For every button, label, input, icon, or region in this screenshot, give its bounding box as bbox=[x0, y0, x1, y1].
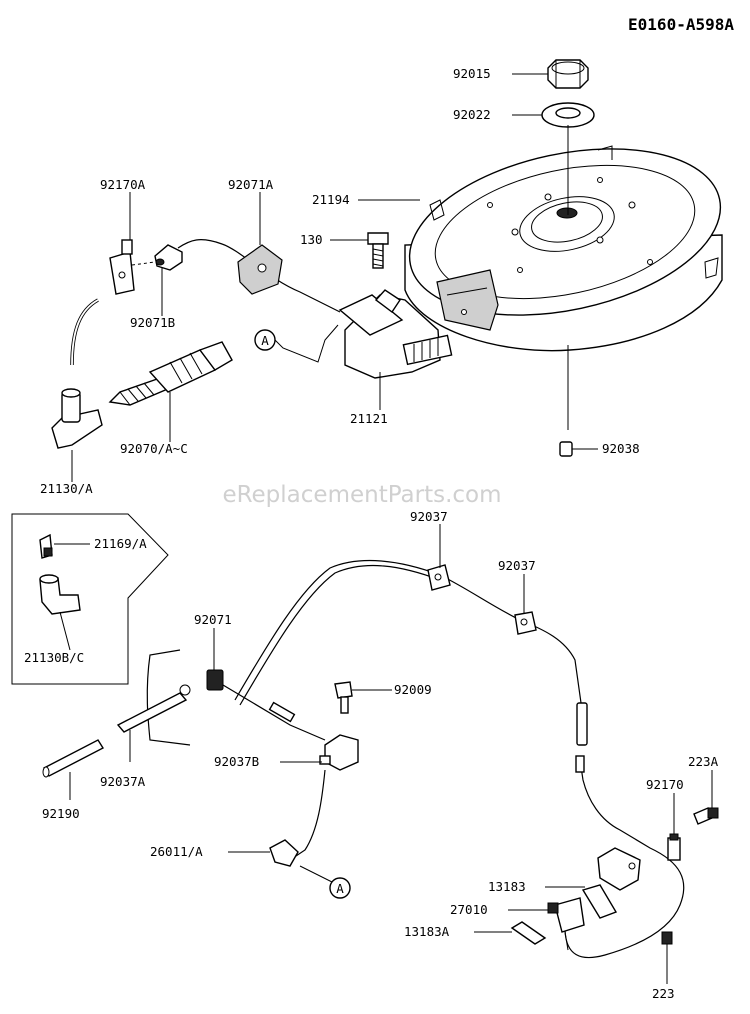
label-21121: 21121 bbox=[350, 411, 388, 426]
terminal-21169A[interactable] bbox=[39, 533, 53, 559]
label-92015: 92015 bbox=[453, 66, 491, 81]
stop-wire-loop bbox=[146, 649, 191, 746]
label-21194: 21194 bbox=[312, 192, 350, 207]
plug-cap-92071B[interactable] bbox=[154, 244, 183, 271]
part-labels: 92015 92022 92170A 92071A 21194 130 9207… bbox=[24, 66, 719, 1001]
label-13183A: 13183A bbox=[404, 924, 450, 939]
label-92037A: 92037A bbox=[100, 774, 146, 789]
terminal-92170A[interactable] bbox=[109, 239, 135, 295]
spark-plug-92070[interactable] bbox=[108, 341, 233, 406]
label-223: 223 bbox=[652, 986, 675, 1001]
label-27010: 27010 bbox=[450, 902, 488, 917]
label-92009: 92009 bbox=[394, 682, 432, 697]
ground-wire bbox=[564, 759, 685, 959]
label-223A: 223A bbox=[688, 754, 719, 769]
bolt-130[interactable] bbox=[367, 232, 389, 269]
ignition-coil-21121[interactable] bbox=[338, 289, 453, 379]
clamp-92037B[interactable] bbox=[319, 734, 359, 771]
screw-223A[interactable] bbox=[693, 807, 719, 825]
switch-27010[interactable] bbox=[547, 897, 585, 951]
plug-boot-21130BC[interactable] bbox=[39, 574, 81, 615]
label-92037B: 92037B bbox=[214, 754, 259, 769]
key-92038[interactable] bbox=[559, 441, 573, 457]
screw-223[interactable] bbox=[661, 931, 673, 958]
connector-26011A[interactable] bbox=[269, 839, 299, 867]
label-92190: 92190 bbox=[42, 806, 80, 821]
cable-terminal[interactable] bbox=[576, 702, 588, 746]
inset-box bbox=[11, 513, 169, 685]
label-92022: 92022 bbox=[453, 107, 491, 122]
label-26011A: 26011/A bbox=[150, 844, 203, 859]
label-13183: 13183 bbox=[488, 879, 526, 894]
label-92170: 92170 bbox=[646, 777, 684, 792]
label-21169A: 21169/A bbox=[94, 536, 147, 551]
clamp-92037-a[interactable] bbox=[427, 564, 451, 591]
diagram-code: E0160-A598A bbox=[628, 15, 734, 34]
clamp-92037-b[interactable] bbox=[514, 611, 537, 635]
washer-92022[interactable] bbox=[541, 102, 595, 128]
label-130: 130 bbox=[300, 232, 323, 247]
leader-lines bbox=[54, 73, 713, 984]
clip-92170[interactable] bbox=[667, 833, 681, 861]
callout-a-lower: A bbox=[299, 865, 351, 899]
bolt-92009[interactable] bbox=[334, 681, 353, 714]
label-92037-b: 92037 bbox=[498, 558, 536, 573]
label-92037-a: 92037 bbox=[410, 509, 448, 524]
tube-92037A[interactable] bbox=[116, 684, 191, 733]
label-92070AC: 92070/A~C bbox=[120, 441, 188, 456]
flywheel[interactable] bbox=[394, 123, 736, 352]
label-92170A: 92170A bbox=[100, 177, 146, 192]
high-tension-lead bbox=[177, 239, 341, 313]
plug-boot-21130A[interactable] bbox=[51, 388, 103, 449]
nut-92015[interactable] bbox=[547, 59, 589, 89]
bracket-13183[interactable] bbox=[597, 847, 641, 891]
label-92071A: 92071A bbox=[228, 177, 274, 192]
plug-cap-92071A[interactable] bbox=[237, 244, 283, 295]
label-21130A: 21130/A bbox=[40, 481, 93, 496]
label-92038: 92038 bbox=[602, 441, 640, 456]
label-21130BC: 21130B/C bbox=[24, 650, 84, 665]
callout-a-upper: A bbox=[254, 324, 339, 363]
plate-13183[interactable] bbox=[581, 884, 618, 919]
svg-text:A: A bbox=[336, 881, 344, 896]
terminal-92071[interactable] bbox=[206, 669, 224, 691]
plate-13183A[interactable] bbox=[510, 921, 547, 945]
watermark-text: eReplacementParts.com bbox=[222, 482, 501, 508]
svg-text:A: A bbox=[261, 333, 269, 348]
tube-92190[interactable] bbox=[42, 739, 104, 778]
label-92071B: 92071B bbox=[130, 315, 175, 330]
label-92071: 92071 bbox=[194, 612, 232, 627]
